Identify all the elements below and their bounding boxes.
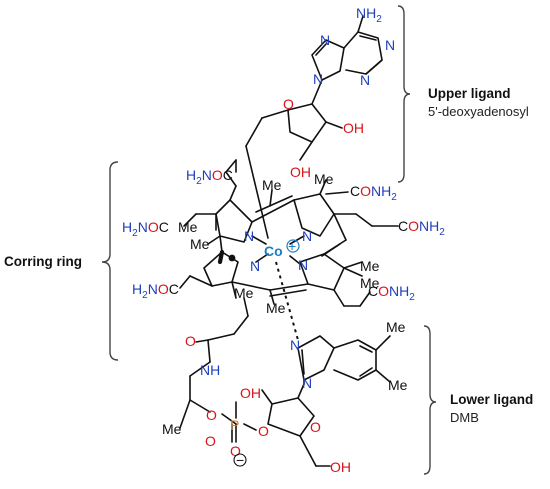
atom-o-ester: O	[206, 407, 217, 423]
atom-amide-o: O	[185, 333, 196, 349]
atom-n-ring-a: N	[244, 228, 254, 244]
cobalt-charge: +	[288, 238, 296, 254]
atom-n7: N	[320, 32, 330, 48]
atom-ribose-lower-o: O	[310, 419, 321, 435]
upper-ligand-title: Upper ligand	[428, 86, 511, 101]
atom-oh-3: OH	[343, 120, 364, 136]
cobalt-charge-circle	[286, 239, 300, 253]
dmb-benzimidazole	[297, 335, 391, 385]
methyl-4: Me	[190, 236, 210, 252]
lower-ligand-title: Lower ligand	[450, 392, 533, 407]
amide-left-low: H2NOC	[132, 281, 179, 301]
amide-left-top: H2NOC	[186, 167, 233, 187]
atom-n-ring-c: N	[298, 257, 308, 273]
ribose-upper	[245, 103, 343, 161]
methyl-5: Me	[360, 258, 380, 274]
amide-right-low: CONH2	[368, 283, 415, 303]
methyl-2: Me	[314, 171, 334, 187]
atom-n3: N	[360, 72, 370, 88]
corrin-substituents	[179, 159, 399, 335]
phosphate-charge: −	[236, 452, 244, 468]
methyl-dmb-1: Me	[386, 319, 406, 335]
atom-oh-terminal: OH	[330, 459, 351, 475]
lower-brace	[423, 325, 437, 475]
atom-oh-2: OH	[290, 164, 311, 180]
amide-left-mid: H2NOC	[122, 219, 169, 239]
atom-p-o-sugar: O	[258, 423, 269, 439]
lower-ligand-subtitle: DMB	[450, 410, 479, 425]
methyl-1: Me	[262, 177, 282, 193]
corring-brace	[101, 161, 119, 361]
atom-oh-lower: OH	[240, 385, 261, 401]
wedge-bond	[217, 249, 225, 265]
atom-p-o-double: O	[205, 433, 216, 449]
methyl-loop: Me	[162, 421, 182, 437]
atom-n-ring-d: N	[250, 258, 260, 274]
methyl-6: Me	[360, 275, 380, 291]
nucleotide-loop	[179, 333, 257, 443]
corrin-core	[203, 193, 347, 297]
atom-p-o: O	[230, 443, 241, 459]
upper-brace	[397, 5, 411, 183]
amide-right-mid: CONH2	[398, 218, 445, 238]
ribose-lower	[261, 383, 331, 467]
corring-ring-title: Corring ring	[4, 254, 82, 269]
atom-ribose-o: O	[283, 96, 294, 112]
co-carbon-bond	[245, 145, 269, 239]
amide-right-top: CONH2	[350, 183, 397, 203]
atom-phosphorus: P	[230, 417, 239, 433]
phosphate-charge-circle	[233, 453, 247, 467]
atom-n9: N	[313, 71, 323, 87]
methyl-8: Me	[234, 285, 254, 301]
atom-dmb-n3: N	[290, 337, 300, 353]
atom-n1: N	[385, 37, 395, 53]
methyl-7: Me	[266, 300, 286, 316]
adenine-ring	[311, 15, 383, 105]
atom-amine: NH2	[356, 5, 382, 25]
atom-amide-nh: NH	[200, 362, 220, 378]
atom-dmb-n1: N	[302, 375, 312, 391]
methyl-3: Me	[178, 219, 198, 235]
stereo-dot	[228, 254, 236, 262]
upper-ligand-subtitle: 5'-deoxyadenosyl	[428, 104, 529, 119]
atom-cobalt: Co	[264, 243, 283, 259]
atom-n-ring-b: N	[302, 228, 312, 244]
methyl-dmb-2: Me	[388, 377, 408, 393]
